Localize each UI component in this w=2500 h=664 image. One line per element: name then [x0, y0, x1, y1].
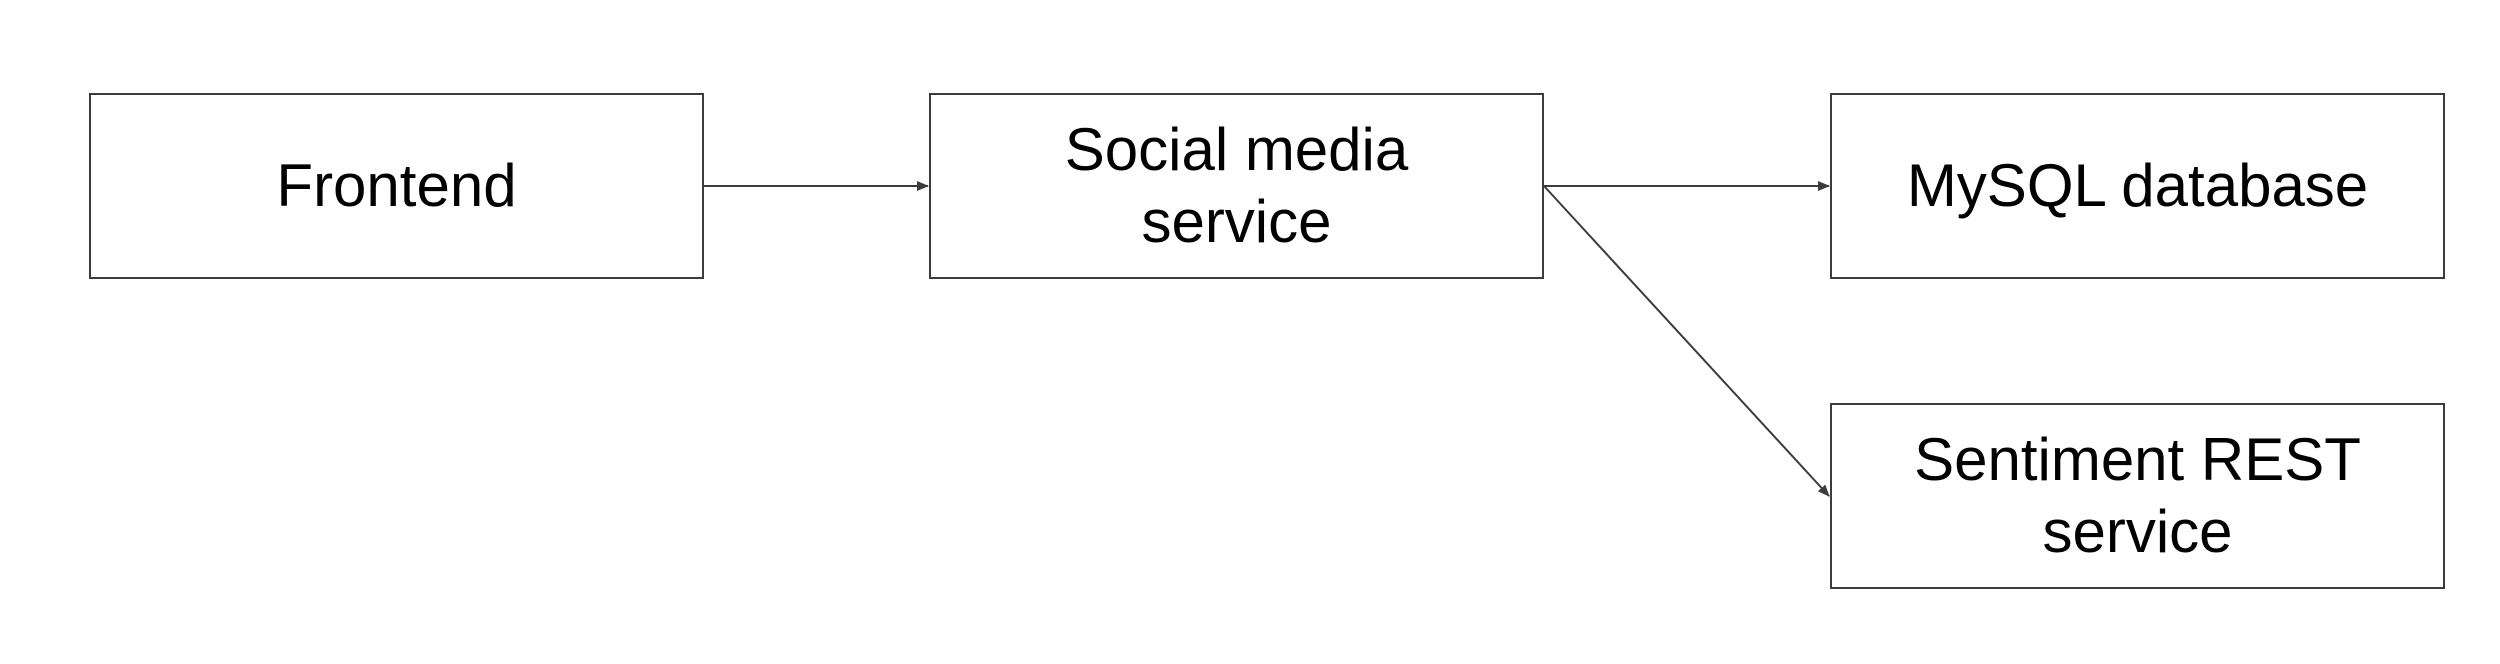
node-frontend: Frontend — [89, 93, 704, 279]
edge-social-to-sentiment — [1543, 185, 1830, 497]
node-frontend-label: Frontend — [276, 152, 517, 219]
node-sentiment-rest-service-label: Sentiment REST service — [1914, 426, 2361, 565]
node-social-media-service-label: Social media service — [1064, 116, 1409, 255]
node-social-media-service: Social media service — [929, 93, 1544, 279]
node-sentiment-rest-service: Sentiment REST service — [1830, 403, 2445, 589]
node-mysql-database-label: MySQL database — [1906, 152, 2369, 219]
node-mysql-database: MySQL database — [1830, 93, 2445, 279]
